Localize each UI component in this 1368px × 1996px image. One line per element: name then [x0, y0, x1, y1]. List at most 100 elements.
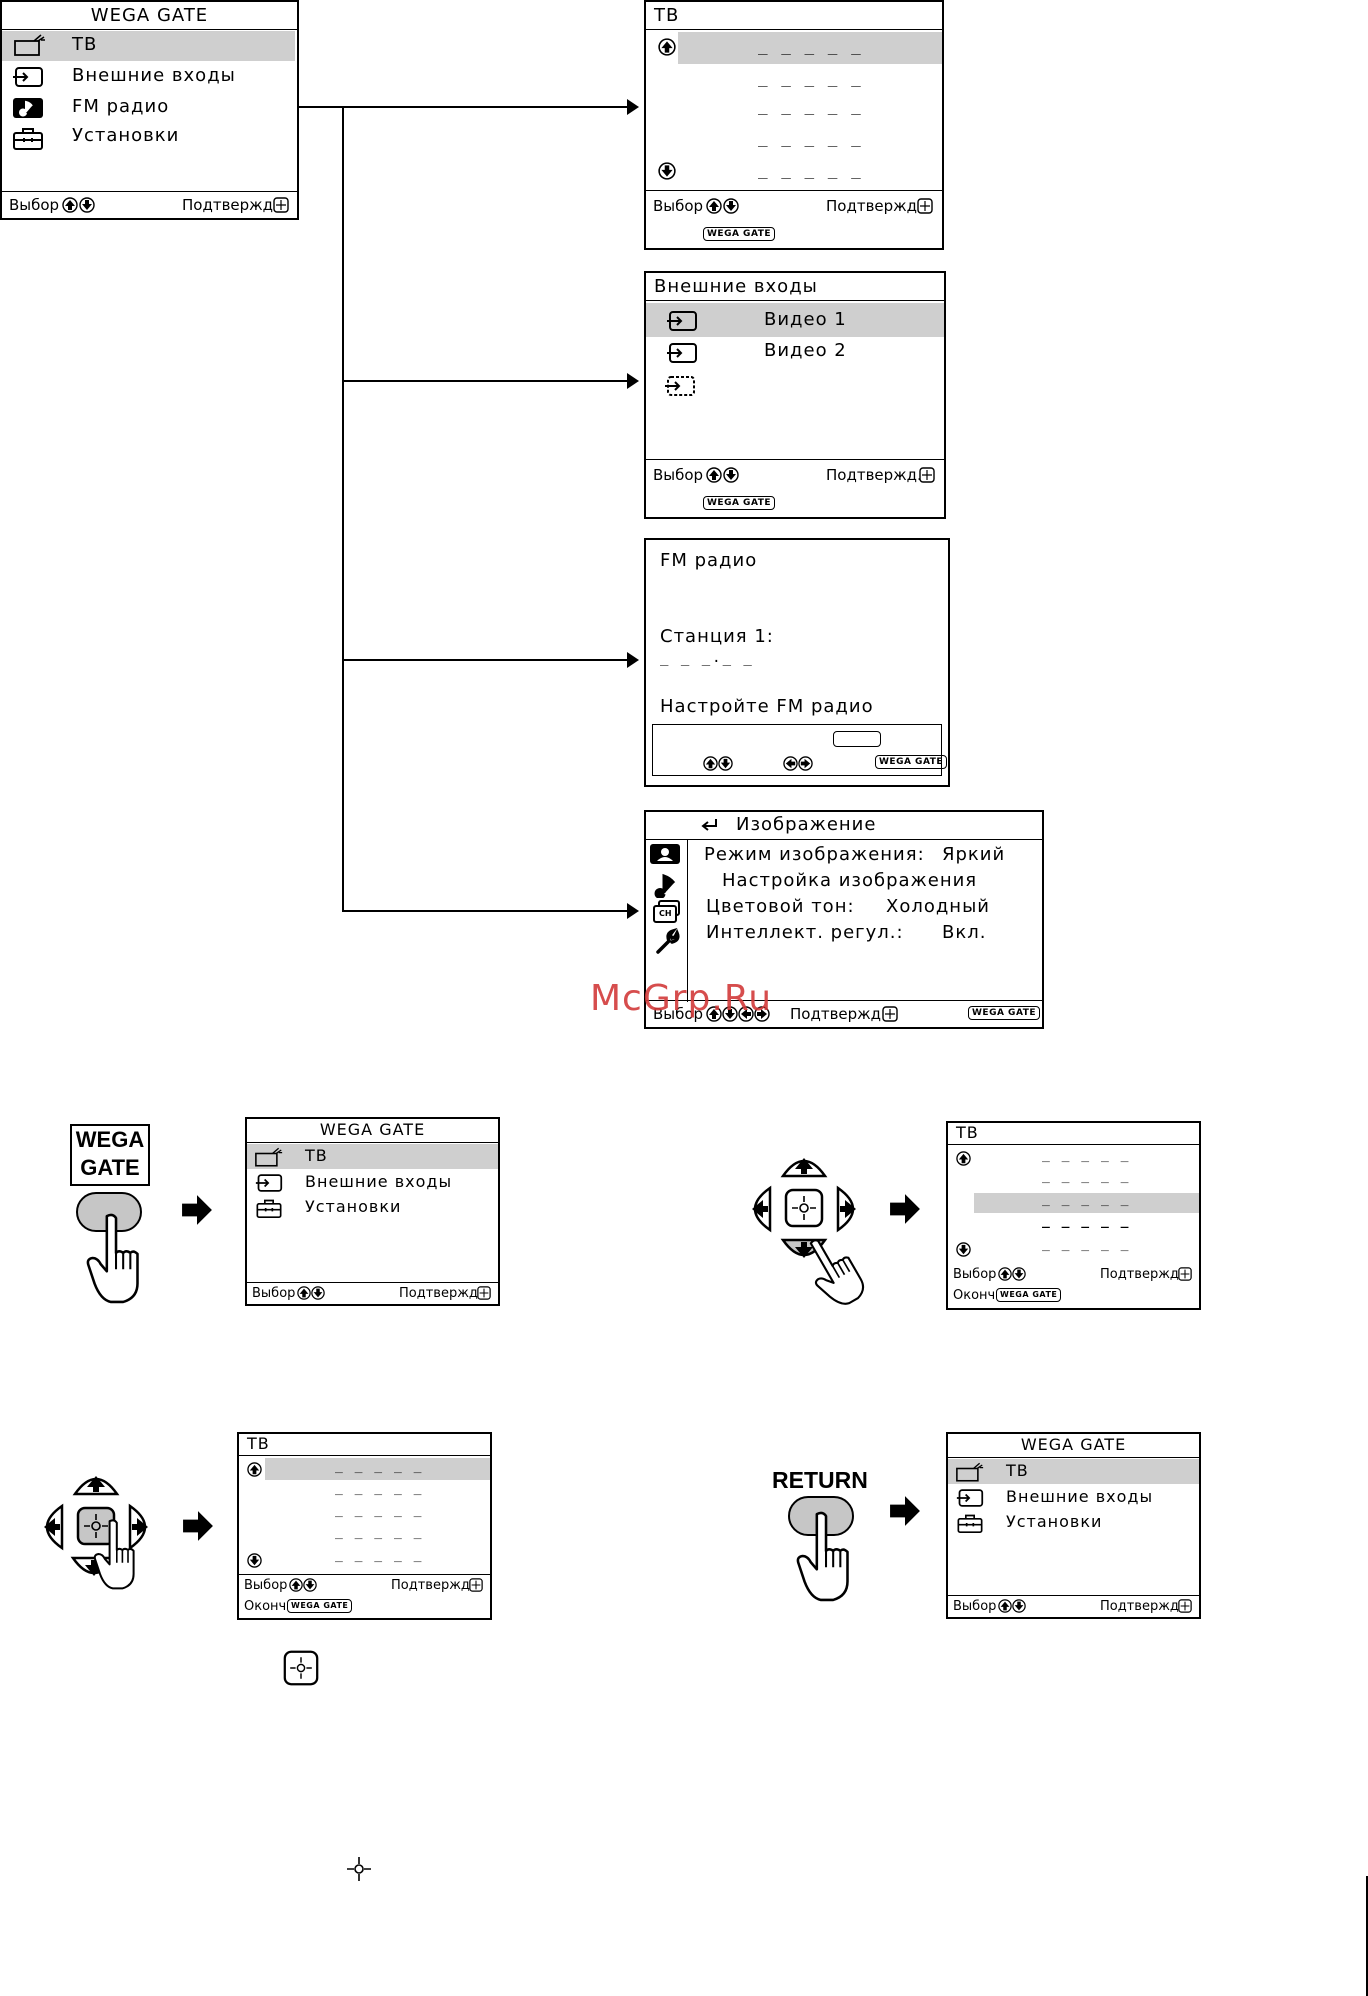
connector-vertical	[342, 106, 344, 912]
return-key-label: RETURN	[772, 1467, 868, 1493]
tv-channel-2[interactable]: _ _ _ _ _	[758, 68, 863, 87]
enter-icon	[469, 1578, 483, 1592]
picture-row-tone-label[interactable]: Цветовой тон:	[706, 896, 855, 917]
tv-menu-highlight	[678, 32, 942, 64]
up-arrow-icon	[289, 1578, 303, 1592]
tv-channel-3[interactable]: _ _ _ _ _	[1042, 1192, 1131, 1207]
tv-icon	[956, 1462, 984, 1482]
music-note-icon[interactable]	[654, 872, 680, 898]
up-arrow-icon	[998, 1267, 1012, 1281]
enter-button-icon	[282, 1650, 320, 1686]
short-menu-item-inputs[interactable]: Внешние входы	[305, 1172, 453, 1191]
down-arrow-icon	[718, 756, 733, 771]
main-menu-item-inputs[interactable]: Внешние входы	[72, 65, 236, 86]
select-label: Выбор	[653, 1005, 704, 1023]
up-button-icon[interactable]	[70, 1468, 122, 1498]
inputs-menu-item-video1[interactable]: Видео 1	[764, 309, 847, 330]
tv-channel-1[interactable]: _ _ _ _ _	[1042, 1148, 1131, 1163]
select-label: Выбор	[953, 1267, 997, 1282]
picture-row-adjust-label[interactable]: Настройка изображения	[722, 870, 978, 891]
tv-channel-2[interactable]: _ _ _ _ _	[335, 1481, 424, 1496]
tv-channel-3[interactable]: _ _ _ _ _	[335, 1503, 424, 1518]
hand-icon	[794, 1510, 856, 1602]
down-arrow-icon	[723, 467, 739, 483]
toolbox-icon	[956, 1513, 984, 1533]
short-menu-highlight	[948, 1459, 1199, 1484]
wega-gate-button-label: WEGA GATE	[287, 1599, 353, 1613]
hand-icon	[84, 1212, 146, 1304]
short-menu-item-inputs[interactable]: Внешние входы	[1006, 1487, 1154, 1506]
wega-gate-button-label: WEGA GATE	[968, 1006, 1041, 1020]
enter-icon	[273, 197, 289, 213]
input-icon	[255, 1173, 283, 1193]
tv-channel-1[interactable]: _ _ _ _ _	[335, 1459, 424, 1474]
main-menu-screen: WEGA GATE ТВ Внешние входы FM радио Уста…	[0, 0, 299, 220]
down-arrow-icon	[1012, 1599, 1026, 1613]
main-menu-item-fm[interactable]: FM радио	[72, 96, 170, 117]
main-menu-item-settings[interactable]: Установки	[72, 125, 180, 146]
up-button-icon[interactable]	[778, 1150, 830, 1180]
down-arrow-icon	[79, 197, 95, 213]
inputs-menu-screen: Внешние входы Видео 1 Видео 2 Выбор Подт…	[644, 271, 946, 519]
arrowhead-inputs	[627, 373, 639, 389]
left-button-icon[interactable]	[744, 1184, 774, 1234]
inputs-menu-item-video2[interactable]: Видео 2	[764, 340, 847, 361]
right-arrow-icon	[798, 756, 813, 771]
tv-channel-4[interactable]: _ _ _ _ _	[1042, 1214, 1131, 1229]
tv-menu-title: ТВ	[247, 1434, 270, 1453]
watermark: McGrp.Ru	[590, 978, 773, 1019]
picture-row-intel-label[interactable]: Интеллект. регул.:	[706, 922, 904, 943]
arrow-right-icon	[180, 1194, 214, 1226]
confirm-label: Подтвержд.	[391, 1578, 475, 1593]
tv-channel-4[interactable]: _ _ _ _ _	[758, 128, 863, 147]
inputs-menu-title-bar: Внешние входы	[646, 273, 944, 301]
left-button-icon[interactable]	[36, 1502, 66, 1552]
tv-channel-3[interactable]: _ _ _ _ _	[758, 96, 863, 115]
select-label: Выбор	[653, 197, 704, 215]
tv-channel-4[interactable]: _ _ _ _ _	[335, 1525, 424, 1540]
inputs-menu-footer: Выбор Подтвержд. WEGA GATE	[646, 459, 944, 517]
up-arrow-icon	[956, 1151, 971, 1166]
wega-line1: WEGA	[75, 1127, 145, 1152]
wrench-icon[interactable]	[654, 928, 682, 956]
hand-icon	[92, 1518, 140, 1590]
picture-menu-title-bar: Изображение	[646, 812, 1042, 840]
tv-channel-5[interactable]: _ _ _ _ _	[1042, 1237, 1131, 1252]
center-button-icon[interactable]	[784, 1188, 824, 1228]
wega-gate-button-label: WEGA GATE	[703, 227, 776, 241]
down-arrow-icon	[723, 198, 739, 214]
main-menu-title-bar: WEGA GATE	[2, 2, 297, 30]
tv-channel-5[interactable]: _ _ _ _ _	[758, 160, 863, 179]
up-arrow-icon	[247, 1462, 262, 1477]
wega-gate-button-label: WEGA GATE	[996, 1288, 1062, 1302]
input-dashed-icon	[662, 375, 698, 397]
main-menu-item-tv[interactable]: ТВ	[72, 34, 98, 55]
tv-icon	[255, 1147, 283, 1167]
tv-channel-1[interactable]: _ _ _ _ _	[758, 36, 863, 55]
tv-channel-2[interactable]: _ _ _ _ _	[1042, 1169, 1131, 1184]
short-menu-item-tv[interactable]: ТВ	[1006, 1461, 1029, 1480]
down-arrow-icon	[311, 1286, 325, 1300]
confirm-label: Подтвержд.	[182, 196, 278, 214]
fm-menu-screen: FM радио Станция 1: _ _ _._ _ Настройте …	[644, 538, 950, 787]
wega-gate-button-label: WEGA GATE	[703, 496, 776, 510]
select-label: Выбор	[9, 196, 60, 214]
picture-icon[interactable]	[650, 844, 680, 864]
ch-label: CH	[659, 909, 672, 918]
fm-preset-field[interactable]	[833, 731, 881, 747]
arrowhead-picture	[627, 903, 639, 919]
select-label: Выбор	[953, 1599, 997, 1614]
wega-gate-button-label: WEGA GATE	[875, 755, 948, 769]
down-arrow-icon	[247, 1553, 262, 1568]
short-menu-item-settings[interactable]: Установки	[1006, 1512, 1103, 1531]
up-arrow-icon	[703, 756, 718, 771]
picture-row-mode-label[interactable]: Режим изображения:	[704, 844, 925, 865]
picture-row-mode-value: Яркий	[942, 844, 1006, 865]
picture-menu-screen: Изображение CH Режим изображения: Яркий …	[644, 810, 1044, 1029]
picture-row-tone-value: Холодный	[886, 896, 990, 917]
tv-channel-5[interactable]: _ _ _ _ _	[335, 1548, 424, 1563]
channel-icon[interactable]: CH	[652, 900, 682, 924]
short-menu-item-settings[interactable]: Установки	[305, 1197, 402, 1216]
short-menu-item-tv[interactable]: ТВ	[305, 1146, 328, 1165]
picture-menu-footer: Выбор Подтвержд. WEGA GATE	[646, 1000, 1042, 1027]
